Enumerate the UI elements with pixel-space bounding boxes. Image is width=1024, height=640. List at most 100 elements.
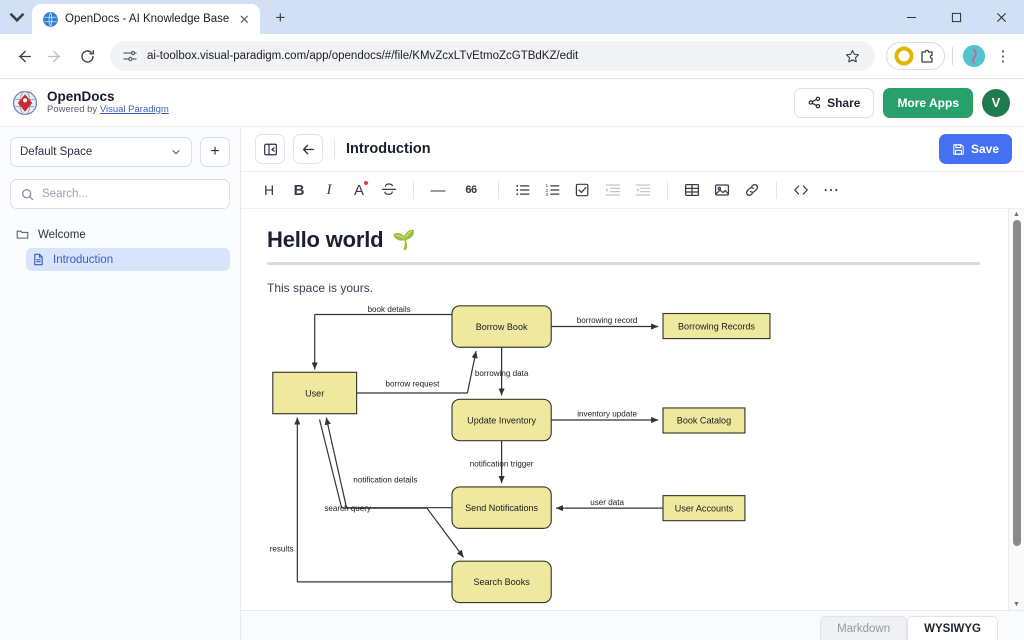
heading-button-label: H <box>263 182 275 198</box>
share-icon <box>808 96 821 109</box>
heading-button[interactable]: H <box>255 176 283 204</box>
extensions-puzzle-icon[interactable] <box>917 46 937 66</box>
close-icon[interactable]: ✕ <box>238 11 250 27</box>
profile-avatar[interactable] <box>963 45 985 67</box>
edge-search-query <box>426 507 465 558</box>
brand-name: OpenDocs <box>47 89 115 105</box>
edge-label-book-details: book details <box>368 305 411 314</box>
reload-icon <box>80 49 94 63</box>
blockquote-button[interactable]: 66 <box>454 176 488 204</box>
visual-paradigm-link[interactable]: Visual Paradigm <box>99 103 169 115</box>
star-glyph <box>845 49 859 62</box>
tab-strip: OpenDocs - AI Knowledge Base ✕ + <box>0 0 1024 34</box>
diagram-node-bcatalog[interactable]: Book Catalog <box>662 407 746 434</box>
save-button[interactable]: Save <box>938 134 1012 164</box>
diagram-node-accounts[interactable]: User Accounts <box>662 495 746 522</box>
edge-search-results-line <box>296 419 452 583</box>
save-label: Save <box>970 142 999 156</box>
bold-button-label: B <box>293 181 305 199</box>
tab-search-button[interactable] <box>4 4 30 30</box>
text-color-button[interactable]: A <box>345 176 373 204</box>
search-input[interactable] <box>42 188 219 200</box>
browser-tab[interactable]: OpenDocs - AI Knowledge Base ✕ <box>32 4 261 34</box>
brand-text: OpenDocs Powered by Visual Paradigm <box>47 89 169 115</box>
new-tab-button[interactable]: + <box>275 8 286 27</box>
collapse-panel-button[interactable] <box>255 134 285 164</box>
link-button[interactable] <box>738 176 766 204</box>
edge-label-borrow-request: borrow request <box>386 379 441 388</box>
edge-borrow-request <box>466 350 478 394</box>
sidebar-search[interactable] <box>10 179 230 209</box>
image-button[interactable] <box>708 176 736 204</box>
share-label: Share <box>827 95 861 110</box>
diagram-node-label: User Accounts <box>675 503 734 513</box>
toolbar-divider <box>952 47 953 65</box>
add-page-button[interactable]: + <box>200 137 230 167</box>
scroll-up-arrow-icon[interactable]: ▲ <box>1013 211 1020 218</box>
checklist-button[interactable] <box>569 176 597 204</box>
edge-label-search-query: search query <box>324 504 372 513</box>
address-bar[interactable]: ai-toolbox.visual-paradigm.com/app/opend… <box>110 41 875 71</box>
diagram-node-borrow[interactable]: Borrow Book <box>451 305 552 348</box>
bold-button[interactable]: B <box>285 176 313 204</box>
sidebar-item-introduction[interactable]: Introduction <box>26 248 230 271</box>
diagram-node-notify[interactable]: Send Notifications <box>451 486 552 529</box>
maximize-icon[interactable] <box>934 0 979 34</box>
editor-back-button[interactable] <box>293 134 323 164</box>
more-apps-button[interactable]: More Apps <box>883 87 973 118</box>
browser-toolbar: ai-toolbox.visual-paradigm.com/app/opend… <box>0 34 1024 78</box>
diagram-node-update[interactable]: Update Inventory <box>451 398 552 442</box>
back-button[interactable] <box>8 41 38 71</box>
search-icon <box>21 188 34 200</box>
bullet-list-button[interactable] <box>509 176 537 204</box>
canvas-wrap: Hello world 🌱 This space is yours. book … <box>241 209 1024 610</box>
separator-3 <box>667 181 668 199</box>
indent-increase-button[interactable] <box>599 176 627 204</box>
share-button[interactable]: Share <box>794 87 875 118</box>
table-button[interactable] <box>678 176 706 204</box>
collapse-panel-icon <box>263 143 277 155</box>
horizontal-rule-button-label: — <box>430 181 446 199</box>
edge-label-search-results: search results <box>267 545 293 554</box>
minimize-icon[interactable] <box>889 0 934 34</box>
glyph <box>381 183 397 195</box>
sidebar-item-welcome[interactable]: Welcome <box>10 223 230 246</box>
reload-button[interactable] <box>72 41 102 71</box>
strikethrough-button[interactable] <box>375 176 403 204</box>
browser-menu-button[interactable]: ⋮ <box>995 48 1011 65</box>
more-options-button[interactable]: ⋯ <box>817 176 845 204</box>
forward-button[interactable] <box>40 41 70 71</box>
space-selector[interactable]: Default Space <box>10 137 192 167</box>
scrollbar-thumb[interactable] <box>1012 220 1021 546</box>
horizontal-rule-button[interactable]: — <box>424 176 452 204</box>
editor-scrollbar[interactable]: ▲ ▼ <box>1008 209 1024 610</box>
close-window-icon[interactable] <box>979 0 1024 34</box>
scroll-down-arrow-icon[interactable]: ▼ <box>1013 601 1020 608</box>
italic-button[interactable]: I <box>315 176 343 204</box>
diagram-node-brecords[interactable]: Borrowing Records <box>662 312 771 340</box>
code-button[interactable] <box>787 176 815 204</box>
user-avatar[interactable]: V <box>982 88 1010 117</box>
diagram-node-shape <box>662 407 746 434</box>
logo-glyph <box>12 90 38 115</box>
scrollbar-track[interactable] <box>1009 218 1024 601</box>
diagram-node-search[interactable]: Search Books <box>451 560 552 604</box>
diagram-node-shape <box>451 560 552 604</box>
bookmark-star-icon[interactable] <box>839 43 865 69</box>
indent-decrease-button[interactable] <box>629 176 657 204</box>
sidebar: Default Space + Welc <box>0 127 241 640</box>
yellow-circle-icon[interactable] <box>894 46 914 66</box>
url-text: ai-toolbox.visual-paradigm.com/app/opend… <box>147 50 579 62</box>
mode-tab-wysiwyg[interactable]: WYSIWYG <box>907 616 998 640</box>
site-settings-icon[interactable] <box>122 48 138 64</box>
doc-bar-divider <box>334 139 335 159</box>
glyph <box>684 184 700 196</box>
yellow-circle-glyph <box>894 46 914 66</box>
document-canvas[interactable]: Hello world 🌱 This space is yours. book … <box>241 209 1008 610</box>
mode-tab-markdown[interactable]: Markdown <box>820 616 908 640</box>
diagram-node-user[interactable]: User <box>272 371 358 415</box>
